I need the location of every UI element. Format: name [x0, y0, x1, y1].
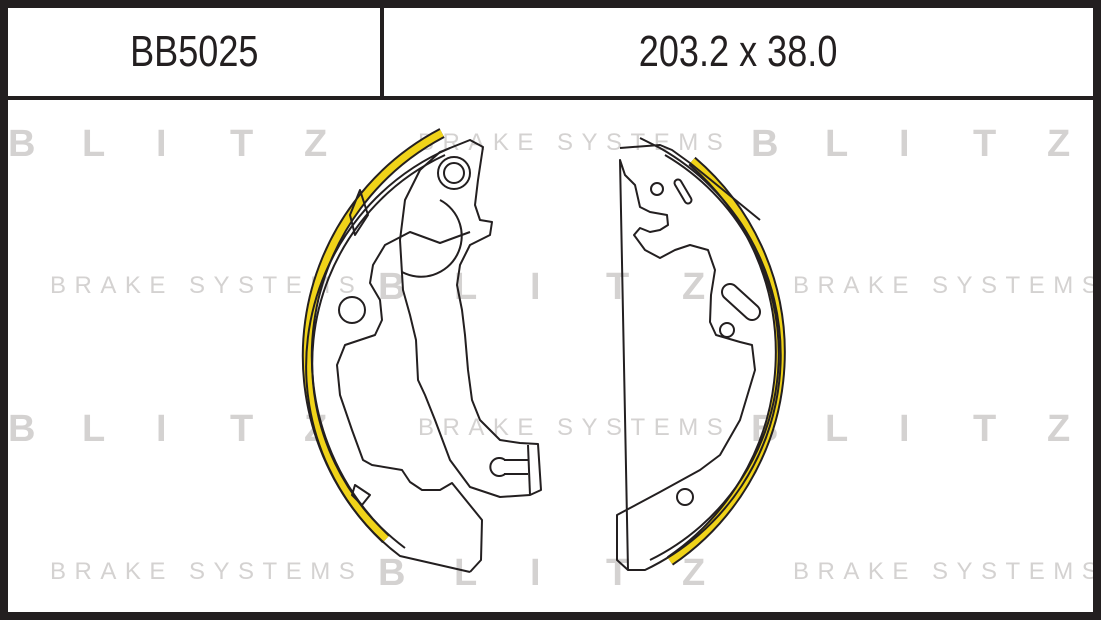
left-hole — [338, 296, 366, 324]
left-web — [399, 139, 542, 498]
watermark-tagline: BRAKE SYSTEMS — [418, 129, 732, 156]
part-number: BB5025 — [129, 27, 259, 76]
watermark-tagline: BRAKE SYSTEMS — [50, 272, 364, 299]
watermark-letter: I — [156, 408, 167, 450]
watermark-letter: Z — [1047, 123, 1071, 165]
watermark-letter: L — [825, 408, 849, 450]
watermark-letter: B — [378, 552, 406, 594]
watermark-letter: B — [378, 266, 406, 308]
watermark-tagline: BRAKE SYSTEMS — [50, 558, 364, 585]
watermark-letter: Z — [682, 266, 706, 308]
watermark-letter: L — [454, 552, 478, 594]
watermark-letter: I — [899, 123, 910, 165]
watermark-tagline: BRAKE SYSTEMS — [793, 272, 1101, 299]
left-brake-shoe — [301, 128, 542, 573]
watermark-letter: Z — [1047, 408, 1071, 450]
part-number-cell: BB5025 — [8, 8, 384, 96]
watermark-letter: L — [82, 123, 106, 165]
watermark-tagline: BRAKE SYSTEMS — [793, 558, 1101, 585]
pivot-outer — [437, 156, 471, 190]
watermark-letter: B — [8, 123, 36, 165]
left-rib — [336, 231, 483, 573]
right-brake-shoe — [616, 137, 786, 571]
dimensions: 203.2 x 38.0 — [639, 27, 838, 76]
watermark-letter: I — [899, 408, 910, 450]
right-hole-bottom — [676, 488, 694, 506]
watermark-letter: Z — [682, 552, 706, 594]
watermark-tagline: BRAKE SYSTEMS — [418, 414, 732, 441]
header-table: BB5025 203.2 x 38.0 — [8, 8, 1093, 100]
watermark-letter: Z — [304, 123, 328, 165]
right-hole-mid — [719, 322, 735, 338]
dimensions-cell: 203.2 x 38.0 — [384, 8, 1093, 96]
watermark-letter: I — [530, 552, 541, 594]
watermark-letter: I — [530, 266, 541, 308]
watermark-letter: T — [230, 408, 254, 450]
watermark-letter: T — [973, 123, 997, 165]
watermark-letter: B — [8, 408, 36, 450]
watermark-letter: B — [751, 123, 779, 165]
pivot-inner — [443, 162, 465, 184]
right-hole-top — [650, 182, 664, 196]
watermark-letter: I — [156, 123, 167, 165]
watermark-letter: T — [606, 552, 630, 594]
lever-slot — [489, 457, 528, 477]
watermark-letter: L — [82, 408, 106, 450]
right-web — [616, 144, 761, 571]
watermark-letter: T — [230, 123, 254, 165]
watermark-letter: T — [973, 408, 997, 450]
left-rim — [305, 147, 471, 573]
watermark-letter: L — [825, 123, 849, 165]
right-rim — [628, 137, 782, 571]
